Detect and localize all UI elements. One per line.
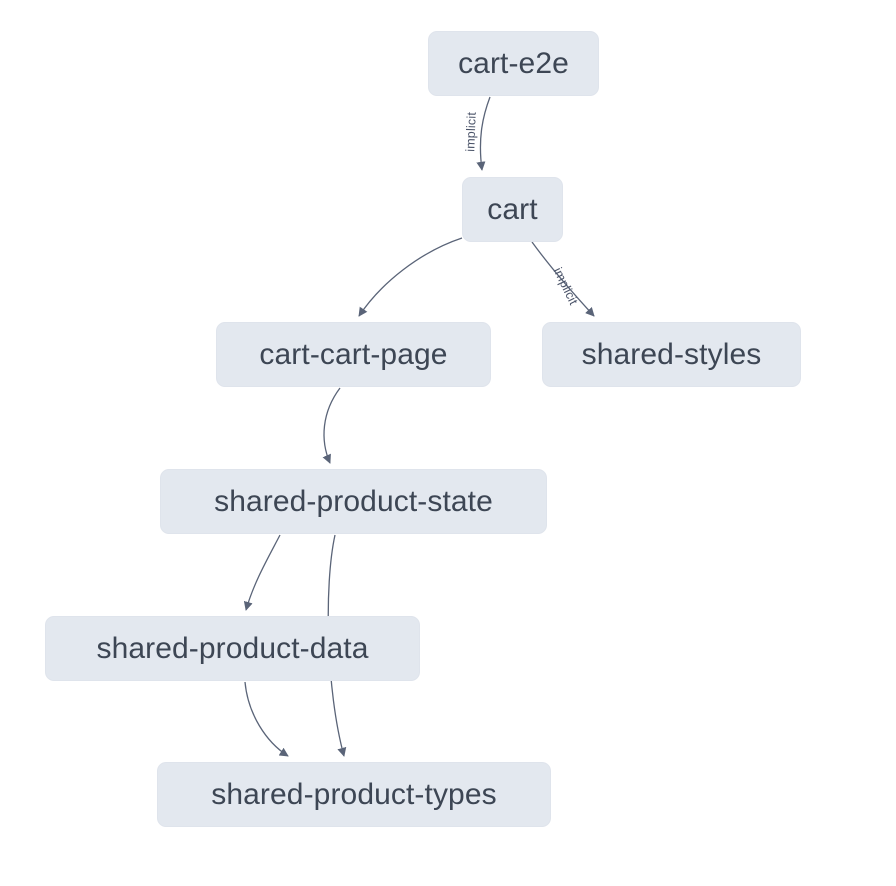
node-shared-product-types[interactable]: shared-product-types: [157, 762, 551, 827]
edge-label-implicit-1: implicit: [463, 111, 478, 152]
node-shared-product-data[interactable]: shared-product-data: [45, 616, 420, 681]
node-label: shared-styles: [581, 337, 762, 371]
node-label: cart-cart-page: [259, 337, 448, 371]
edge-shared-product-data-to-shared-product-types: [244, 681, 289, 757]
node-shared-product-state[interactable]: shared-product-state: [160, 469, 547, 534]
node-shared-styles[interactable]: shared-styles: [542, 322, 801, 387]
node-label: cart-e2e: [458, 46, 569, 80]
edge-cart-to-shared-styles: implicit: [531, 241, 595, 317]
node-label: shared-product-types: [211, 777, 497, 811]
node-cart-e2e[interactable]: cart-e2e: [428, 31, 599, 96]
edge-cart-to-cart-cart-page: [358, 237, 463, 317]
node-label: shared-product-state: [214, 484, 493, 518]
node-cart-cart-page[interactable]: cart-cart-page: [216, 322, 491, 387]
node-label: cart: [487, 192, 538, 226]
edge-label-implicit-2: implicit: [551, 265, 581, 307]
node-cart[interactable]: cart: [462, 177, 563, 242]
edge-shared-product-state-to-shared-product-data: [243, 534, 281, 611]
edge-cart-e2e-to-cart: implicit: [463, 96, 491, 171]
edge-cart-cart-page-to-shared-product-state: [322, 387, 341, 464]
node-label: shared-product-data: [96, 631, 369, 665]
